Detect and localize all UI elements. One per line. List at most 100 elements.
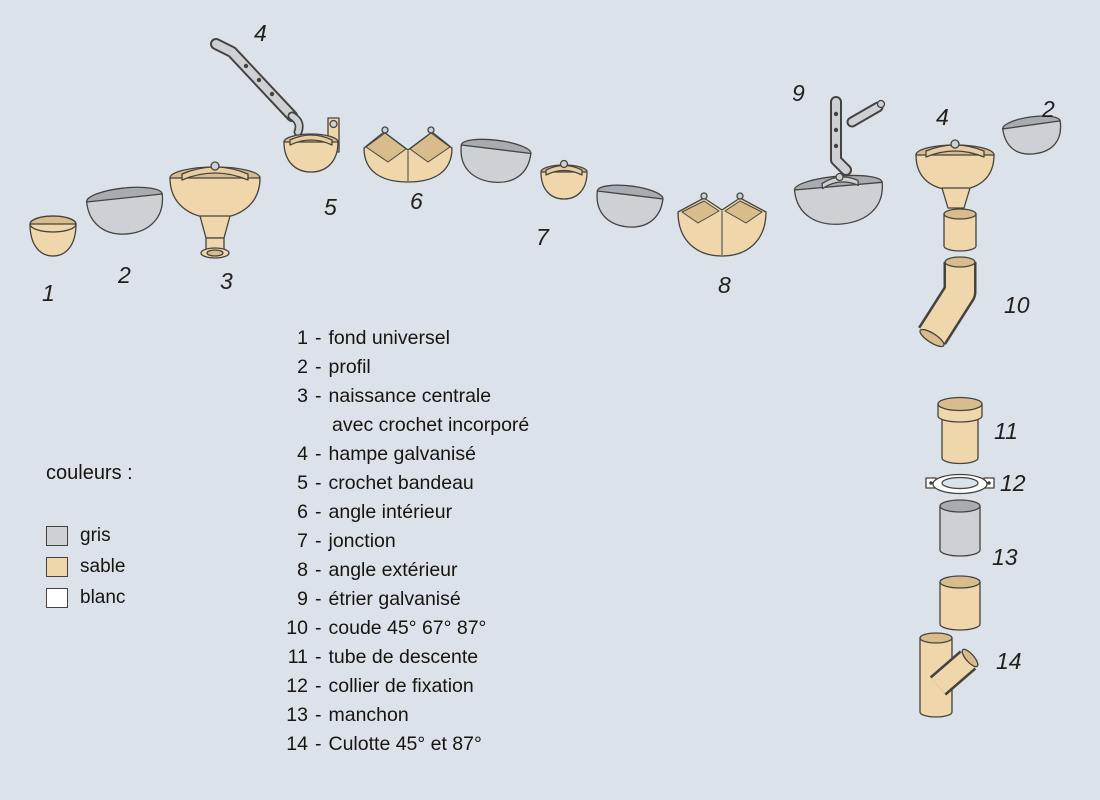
separator: - [315, 472, 322, 494]
callout-angle-exterieur: 8 [718, 272, 731, 298]
part-number: 5 [297, 472, 308, 494]
screw-icon [736, 192, 744, 200]
separator: - [315, 530, 322, 552]
screw-icon [835, 172, 844, 182]
part-number: 13 [286, 704, 308, 726]
fond-universel-drawing [29, 215, 77, 257]
culotte-drawing [919, 632, 979, 718]
callout-culotte: 14 [996, 648, 1022, 674]
part-number: 2 [297, 356, 308, 378]
list-item-naissance-cont: avec crochet incorporé [280, 411, 529, 440]
list-item-hampe: 4 - hampe galvanisé [280, 440, 529, 469]
part-label: hampe galvanisé [328, 443, 476, 465]
collier-fixation-drawing [925, 473, 995, 495]
part-label: angle intérieur [328, 501, 453, 523]
hampe-galvanise-drawing [210, 38, 304, 137]
legend-row-gris: gris [46, 525, 133, 547]
sable-swatch-icon [46, 557, 68, 577]
parts-list: 1 - fond universel 2 - profil 3 - naissa… [280, 324, 529, 759]
part-label: manchon [328, 704, 409, 726]
screw-icon [329, 119, 338, 129]
part-number: 6 [297, 501, 308, 523]
separator: - [315, 704, 322, 726]
legend-row-blanc: blanc [46, 587, 133, 609]
part-number: 4 [297, 443, 308, 465]
separator: - [315, 501, 322, 523]
screw-icon [950, 139, 960, 149]
callout-hampe: 4 [254, 20, 267, 46]
part-label: jonction [328, 530, 396, 552]
list-item-profil: 2 - profil [280, 353, 529, 382]
list-item-collier: 12 - collier de fixation [280, 672, 529, 701]
crochet-bandeau-drawing [283, 117, 340, 173]
list-item-culotte: 14 - Culotte 45° et 87° [280, 730, 529, 759]
list-item-fond: 1 - fond universel [280, 324, 529, 353]
callout-tube-descente: 11 [994, 418, 1018, 444]
list-item-jonction: 7 - jonction [280, 527, 529, 556]
legend-label: gris [80, 525, 111, 546]
part-number: 3 [297, 385, 308, 407]
color-legend-title: couleurs : [46, 462, 133, 484]
legend-label: blanc [80, 587, 126, 608]
etrier-galvanise-drawing [830, 96, 886, 176]
callout-crochet-bandeau: 5 [324, 194, 337, 220]
jonction-drawing [540, 159, 588, 200]
part-number: 1 [297, 327, 308, 349]
part-label-continuation: avec crochet incorporé [332, 414, 530, 436]
profil-segment-drawing [793, 172, 883, 225]
separator: - [315, 617, 322, 639]
part-label: profil [328, 356, 371, 378]
part-label: Culotte 45° et 87° [328, 733, 482, 755]
part-number: 9 [297, 588, 308, 610]
profil-segment-drawing [460, 138, 532, 184]
screw-icon [427, 126, 435, 134]
gris-swatch-icon [46, 526, 68, 546]
callout-jonction: 7 [536, 224, 549, 250]
part-number: 14 [286, 733, 308, 755]
part-label: angle extérieur [328, 559, 458, 581]
part-label: naissance centrale [328, 385, 492, 407]
list-item-crochet-bandeau: 5 - crochet bandeau [280, 469, 529, 498]
separator: - [315, 733, 322, 755]
list-item-coude: 10 - coude 45° 67° 87° [280, 614, 529, 643]
list-item-manchon: 13 - manchon [280, 701, 529, 730]
angle-exterieur-drawing [677, 192, 767, 257]
angle-interieur-drawing [363, 126, 453, 183]
separator: - [315, 559, 322, 581]
callout-crochet-right: 4 [936, 104, 949, 130]
callout-collier: 12 [1000, 470, 1026, 496]
part-number: 8 [297, 559, 308, 581]
part-label: fond universel [328, 327, 450, 349]
manchon-drawing [939, 499, 981, 557]
tube-descente-drawing [937, 396, 983, 465]
callout-profil-right: 2 [1042, 96, 1055, 122]
separator: - [315, 385, 322, 407]
callout-etrier: 9 [792, 80, 805, 106]
part-number: 11 [287, 646, 308, 668]
part-label: coude 45° 67° 87° [328, 617, 487, 639]
downspout-drawing [918, 208, 995, 718]
list-item-naissance: 3 - naissance centrale [280, 382, 529, 411]
separator: - [315, 443, 322, 465]
part-number: 10 [286, 617, 308, 639]
profil-segment-drawing [596, 184, 664, 228]
separator: - [315, 588, 322, 610]
screw-icon [210, 161, 220, 171]
screw-icon [700, 192, 708, 200]
callout-naissance: 3 [220, 268, 233, 294]
part-label: crochet bandeau [328, 472, 474, 494]
callout-coude: 10 [1004, 292, 1030, 318]
callout-fond: 1 [42, 280, 55, 306]
bolt-icon [876, 99, 886, 109]
blanc-swatch-icon [46, 588, 68, 608]
list-item-tube-descente: 11 - tube de descente [280, 643, 529, 672]
legend-row-sable: sable [46, 556, 133, 578]
separator: - [315, 327, 322, 349]
part-label: tube de descente [328, 646, 479, 668]
screw-icon [381, 126, 389, 134]
profil-right-drawing [1002, 115, 1062, 155]
separator: - [315, 675, 322, 697]
callout-manchon: 13 [992, 544, 1018, 570]
